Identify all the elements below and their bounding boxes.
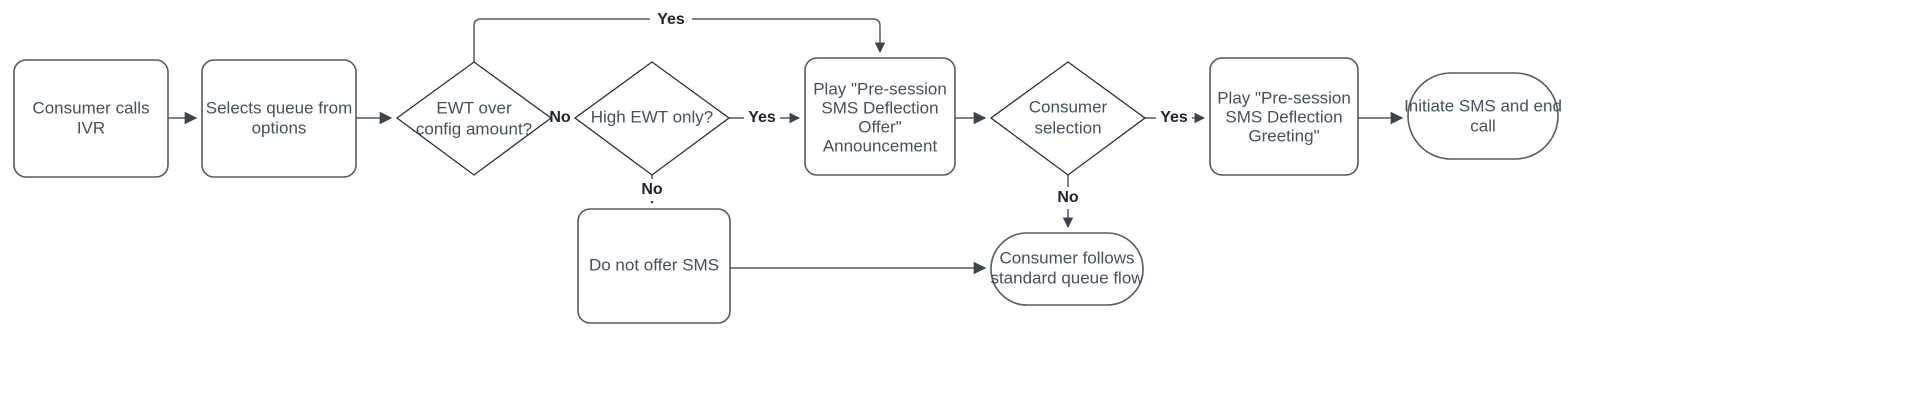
node-label-play-greeting-line1: Play "Pre-session bbox=[1217, 88, 1351, 107]
edge-label-yes-high-ewt: Yes bbox=[748, 109, 776, 126]
node-shape-selects-queue bbox=[201, 59, 357, 178]
node-label-consumer-calls-ivr-line1: Consumer calls bbox=[32, 98, 149, 117]
edge-consumer-selection-yes-to-greeting: Yes bbox=[1145, 107, 1206, 129]
node-consumer-calls-ivr[interactable]: Consumer calls IVR bbox=[13, 59, 169, 178]
node-shape-consumer-selection bbox=[989, 61, 1147, 176]
node-label-selects-queue-line1: Selects queue from bbox=[206, 98, 352, 117]
edge-label-yes-consumer-selection: Yes bbox=[1160, 109, 1188, 126]
edge-label-no-high-ewt: No bbox=[641, 181, 663, 198]
node-high-ewt-only[interactable]: High EWT only? bbox=[573, 61, 731, 176]
node-label-ewt-over-config-line2: config amount? bbox=[416, 119, 532, 138]
node-label-play-offer-line3: Offer" bbox=[858, 117, 902, 136]
node-shape-play-greeting bbox=[1209, 57, 1359, 176]
node-shape-high-ewt-only bbox=[573, 61, 731, 176]
edges-layer: Yes No Yes No bbox=[168, 8, 1404, 275]
edge-label-bg-no-high-ewt bbox=[637, 179, 667, 201]
edge-label-no-between-diamonds: No bbox=[549, 109, 571, 126]
edge-consumer-selection-no-to-standard-queue: No bbox=[1053, 175, 1085, 229]
node-ewt-over-config[interactable]: EWT over config amount? bbox=[395, 61, 553, 176]
node-label-play-greeting-line3: Greeting" bbox=[1248, 126, 1319, 145]
node-shape-initiate-sms-end-call bbox=[1407, 72, 1559, 160]
edge-ewt-yes-to-play-offer: Yes bbox=[473, 8, 886, 62]
node-consumer-follows-standard-queue-flow[interactable]: Consumer follows standard queue flow bbox=[990, 232, 1144, 306]
node-play-greeting[interactable]: Play "Pre-session SMS Deflection Greetin… bbox=[1209, 57, 1359, 176]
edge-label-bg-yes-consumer-selection bbox=[1156, 107, 1192, 129]
node-label-do-not-offer-sms: Do not offer SMS bbox=[589, 255, 719, 274]
nodes-layer: Consumer calls IVR Selects queue from op… bbox=[13, 57, 1562, 324]
node-shape-play-offer-announcement bbox=[804, 57, 956, 176]
edge-label-bg-yes-high-ewt bbox=[744, 107, 780, 129]
node-shape-do-not-offer-sms bbox=[577, 208, 731, 324]
node-shape-consumer-follows-standard-queue-flow bbox=[990, 232, 1144, 306]
node-shape-consumer-calls-ivr bbox=[13, 59, 169, 178]
node-consumer-selection[interactable]: Consumer selection bbox=[989, 61, 1147, 176]
node-label-consumer-calls-ivr-line2: IVR bbox=[77, 118, 105, 137]
node-label-initiate-sms-line1: Initiate SMS and end bbox=[1404, 96, 1562, 115]
edge-label-bg-yes-top bbox=[650, 8, 692, 30]
node-label-play-offer-line2: SMS Deflection bbox=[821, 98, 938, 117]
node-label-high-ewt-only: High EWT only? bbox=[591, 107, 714, 126]
node-label-consumer-selection-line1: Consumer bbox=[1029, 97, 1108, 116]
node-label-play-offer-line1: Play "Pre-session bbox=[813, 79, 947, 98]
node-label-initiate-sms-line2: call bbox=[1470, 116, 1496, 135]
edge-label-bg-no-consumer-selection bbox=[1053, 187, 1085, 209]
node-label-standard-queue-line2: standard queue flow bbox=[990, 268, 1144, 287]
node-initiate-sms-end-call[interactable]: Initiate SMS and end call bbox=[1404, 72, 1562, 160]
node-label-consumer-selection-line2: selection bbox=[1034, 118, 1101, 137]
edge-label-bg-no-between bbox=[545, 107, 575, 129]
node-selects-queue[interactable]: Selects queue from options bbox=[201, 59, 357, 178]
node-label-selects-queue-line2: options bbox=[252, 118, 307, 137]
node-label-play-offer-line4: Announcement bbox=[823, 136, 938, 155]
node-label-play-greeting-line2: SMS Deflection bbox=[1225, 107, 1342, 126]
node-do-not-offer-sms[interactable]: Do not offer SMS bbox=[577, 208, 731, 324]
edge-label-yes-top: Yes bbox=[657, 11, 685, 28]
node-play-offer-announcement[interactable]: Play "Pre-session SMS Deflection Offer" … bbox=[804, 57, 956, 176]
node-label-standard-queue-line1: Consumer follows bbox=[999, 248, 1134, 267]
node-shape-ewt-over-config bbox=[395, 61, 553, 176]
edge-high-ewt-yes-to-play-offer: Yes bbox=[729, 107, 801, 129]
node-label-ewt-over-config-line1: EWT over bbox=[436, 98, 512, 117]
edge-high-ewt-no-to-do-not-offer: No bbox=[637, 175, 667, 205]
edge-label-no-consumer-selection: No bbox=[1057, 189, 1079, 206]
edge-ewt-no-to-high-ewt: No bbox=[545, 107, 575, 129]
